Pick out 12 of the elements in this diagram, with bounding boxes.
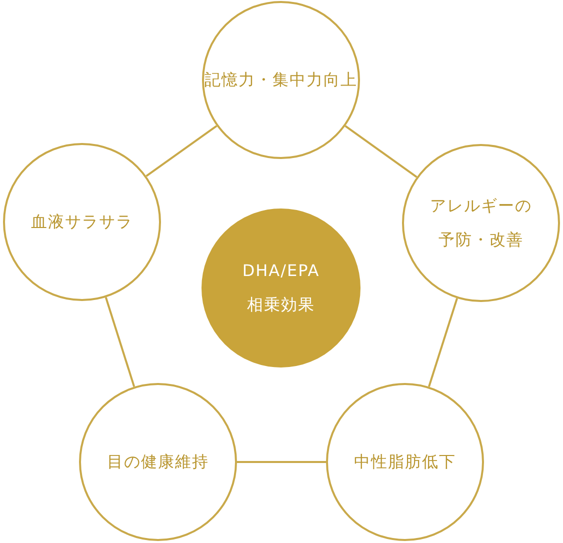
connector-line: [344, 125, 418, 178]
circle-label: 相乗効果: [247, 294, 315, 316]
circle-label: DHA/EPA: [242, 260, 320, 282]
connector-line: [146, 125, 218, 177]
circle-label: 目の健康維持: [107, 451, 209, 473]
connector-line: [237, 461, 326, 463]
circle-label: 中性脂肪低下: [354, 451, 456, 473]
circle-label: アレルギーの予防・改善: [430, 195, 532, 251]
circle-label: 記憶力・集中力向上: [204, 69, 358, 91]
connector-line: [104, 297, 136, 387]
connector-line: [428, 298, 458, 388]
circle-label: 血液サラサラ: [31, 211, 133, 233]
